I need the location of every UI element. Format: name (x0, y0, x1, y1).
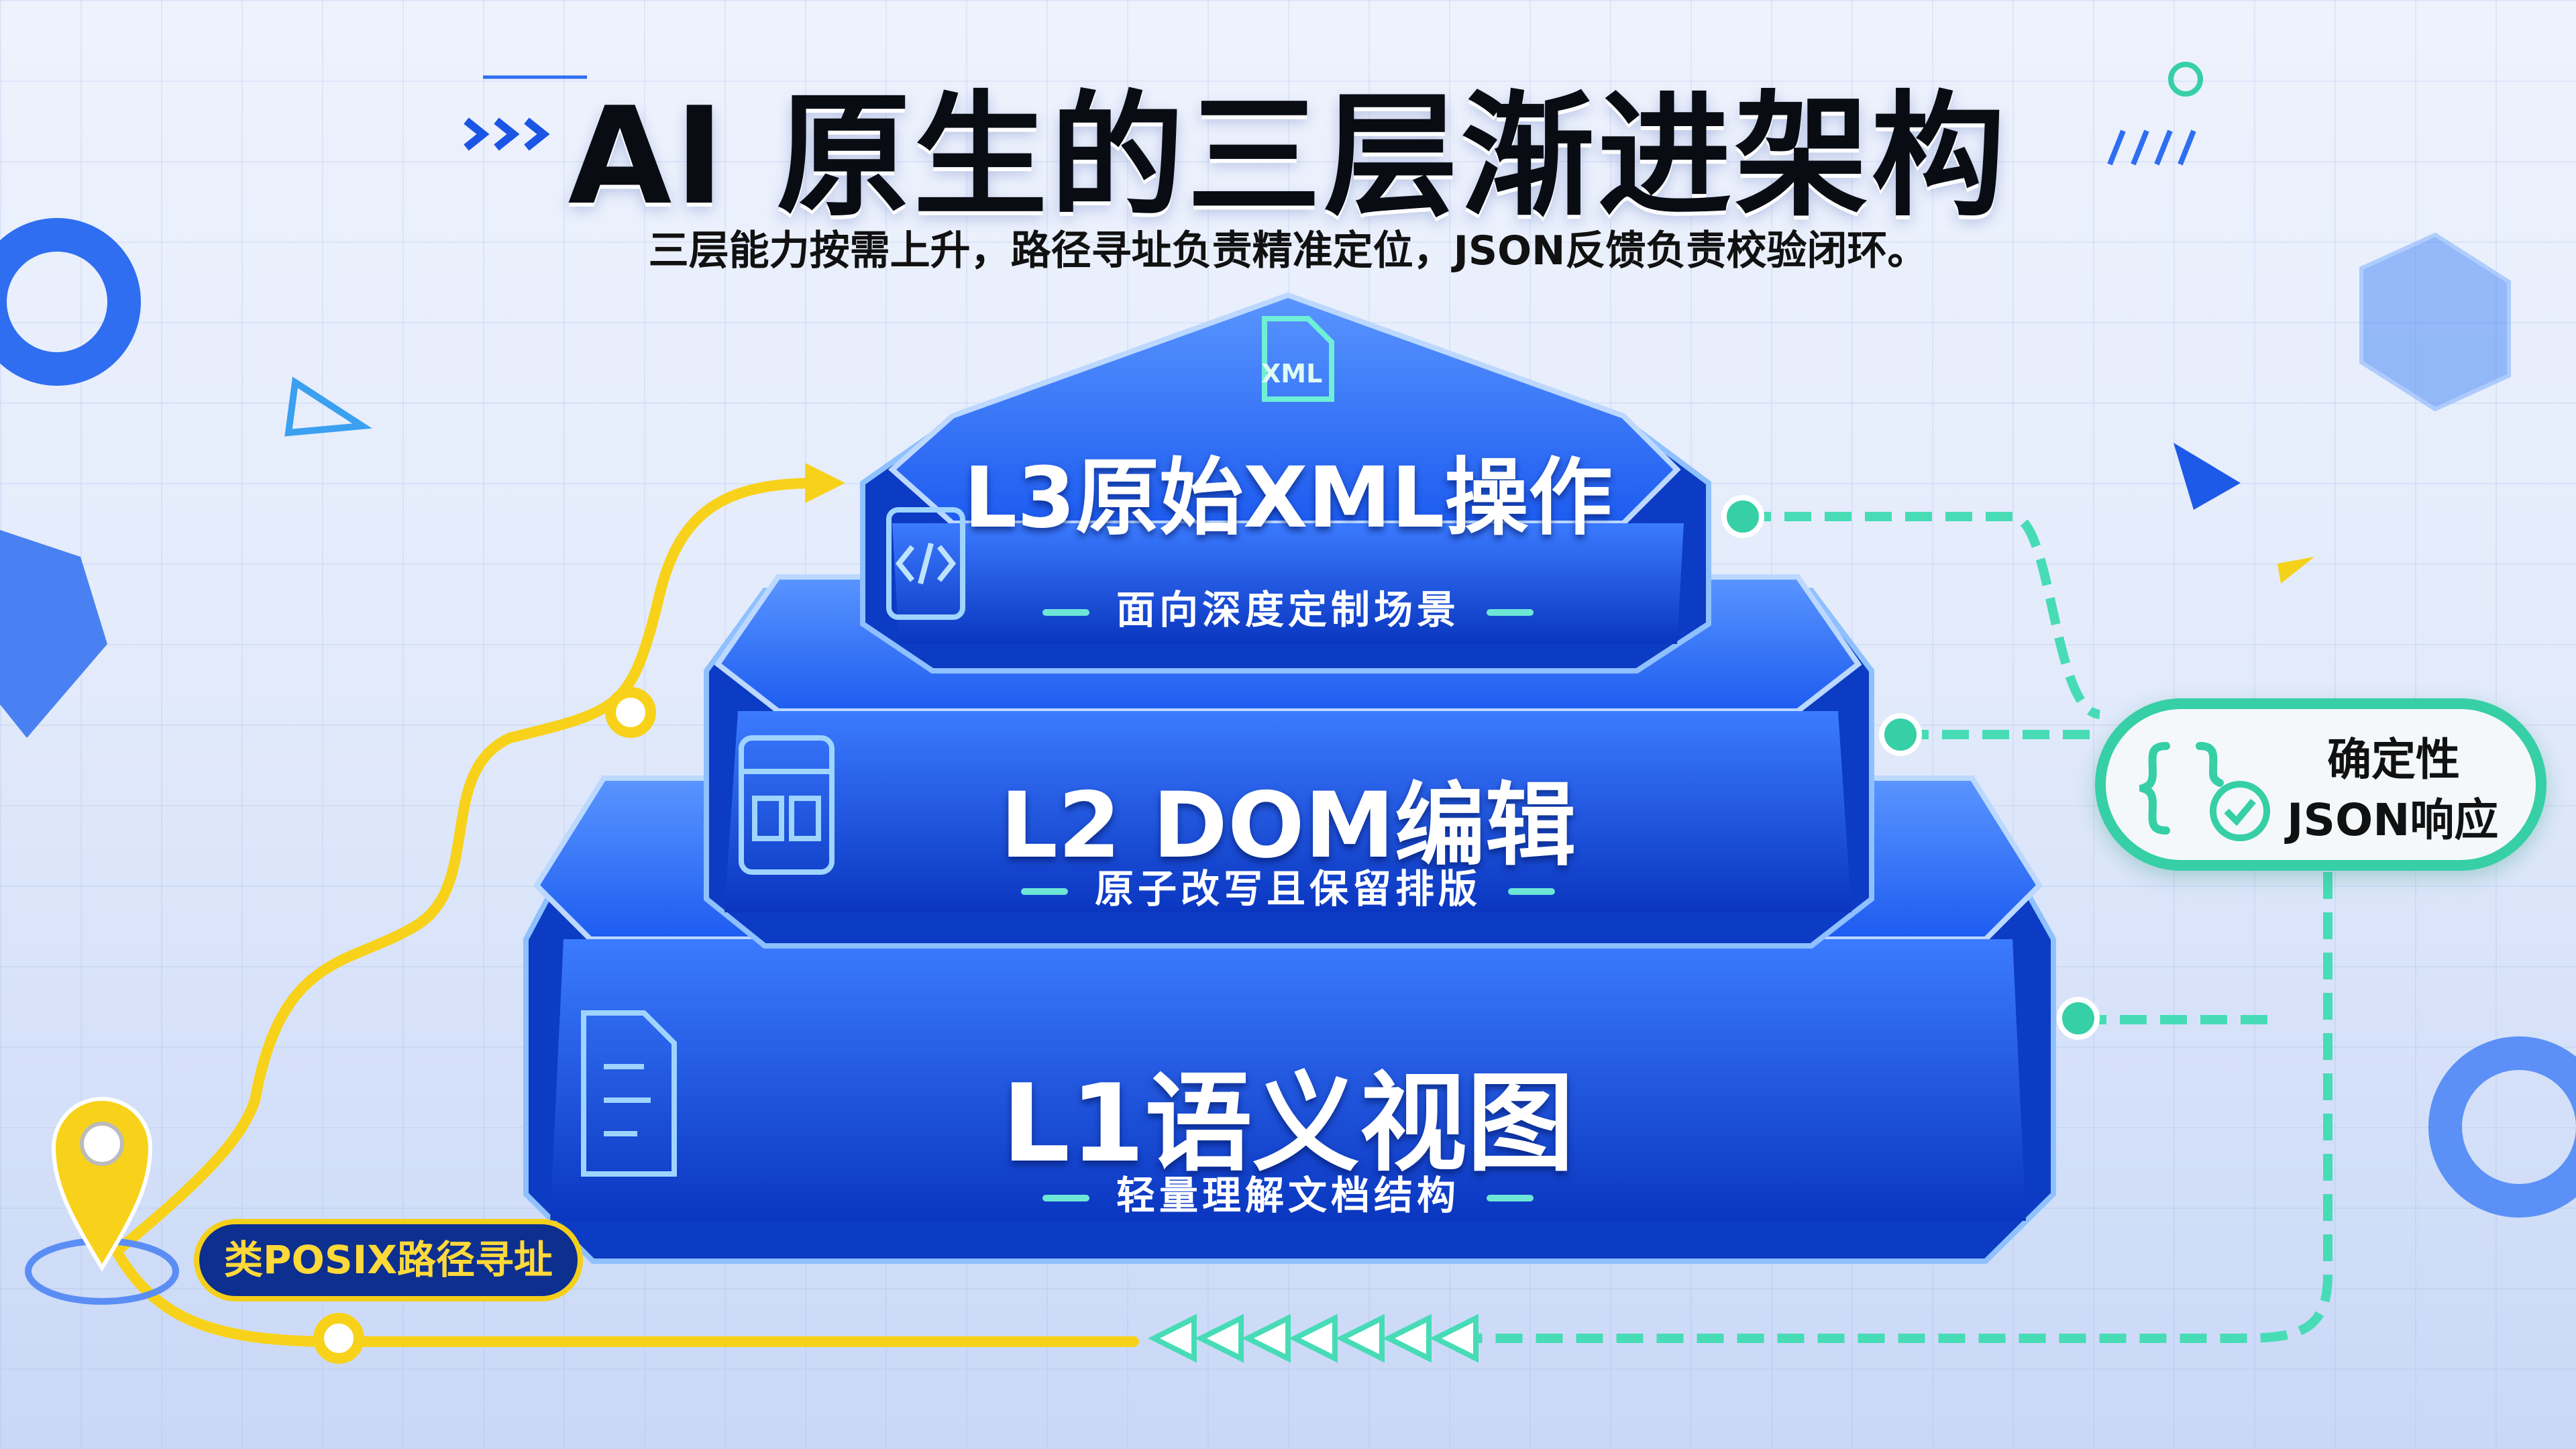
layer-l3-shape (860, 292, 1711, 674)
xml-file-icon (1262, 316, 1334, 402)
page-title: AI 原生的三层渐进架构 (568, 78, 2008, 235)
layout-window-icon (739, 735, 835, 875)
layer-l1-title: L1语义视图 (1002, 1061, 1574, 1186)
arrowheads (1148, 1313, 1479, 1363)
chevrons-decoration (464, 117, 550, 151)
document-icon (581, 1010, 677, 1177)
posix-path (102, 463, 1139, 1364)
layer-l3-title: L3原始XML操作 (963, 449, 1613, 547)
layer-l2-title: L2 DOM编辑 (1000, 773, 1576, 878)
page-subtitle: 三层能力按需上升，路径寻址负责精准定位，JSON反馈负责校验闭环。 (648, 227, 1928, 274)
layer-l2-subtitle: 原子改写且保留排版 (0, 857, 2576, 914)
slashes-decoration (2107, 129, 2196, 166)
braces-check-icon (2139, 742, 2270, 841)
layer-l1-subtitle: 轻量理解文档结构 (0, 1164, 2576, 1220)
json-response-line2: JSON响应 (2287, 794, 2499, 846)
json-feedback-path (1442, 512, 2332, 1343)
xml-badge: XML (1261, 359, 1322, 388)
ring-decoration (0, 218, 141, 386)
json-response-line1: 确定性 (2327, 734, 2460, 786)
json-response-box: 确定性 JSON响应 (2095, 698, 2546, 871)
layer-l3-subtitle: 面向深度定制场景 (0, 578, 2576, 635)
location-pin-icon (25, 1097, 179, 1305)
code-window-icon (886, 507, 965, 620)
posix-label: 类POSIX路径寻址 (194, 1219, 583, 1301)
